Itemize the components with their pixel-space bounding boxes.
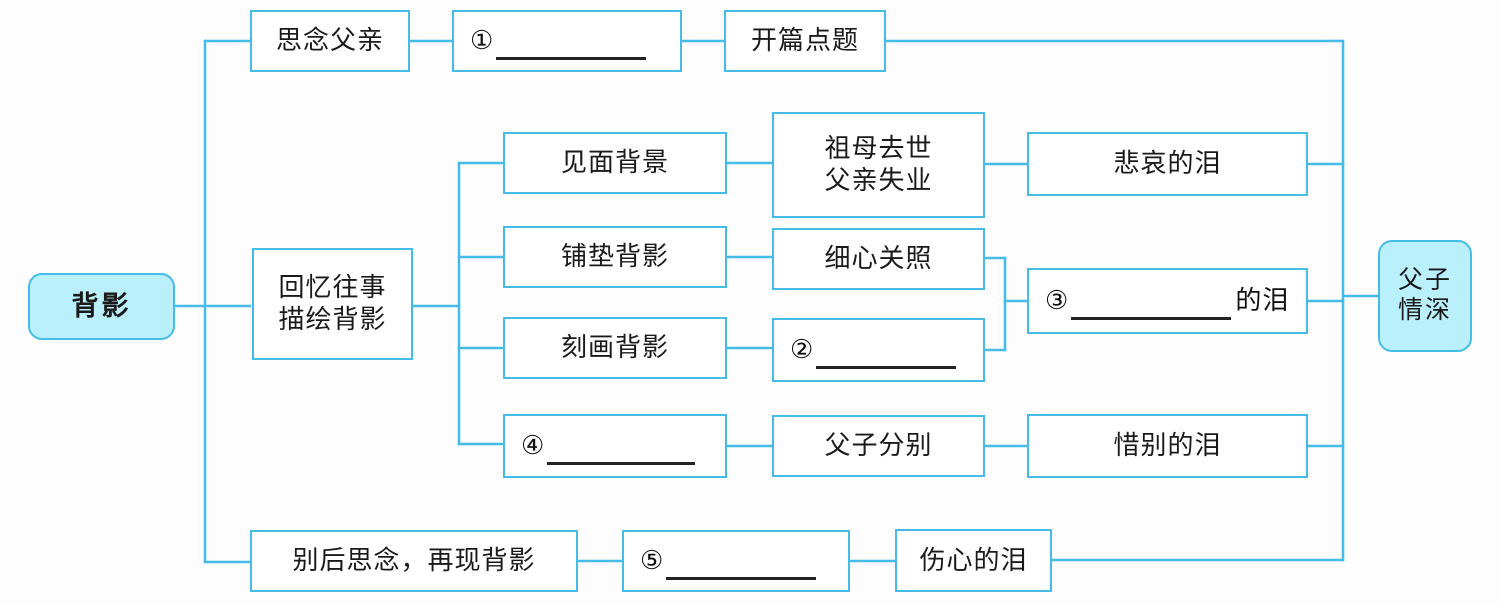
node-meeting-background[interactable]: 见面背景 <box>503 132 727 194</box>
node-recall-past[interactable]: 回忆往事 描绘背影 <box>252 248 413 360</box>
blank-4-number: ④ <box>521 431 546 461</box>
blank-2-rule[interactable] <box>816 346 957 369</box>
blank-2-number: ② <box>790 335 815 365</box>
node-sad-tears[interactable]: 悲哀的泪 <box>1027 132 1308 196</box>
blank-field-4[interactable]: ④ <box>503 414 727 478</box>
blank-3-number: ③ <box>1045 286 1070 316</box>
blank-4-rule[interactable] <box>547 442 696 465</box>
blank-3-suffix: 的泪 <box>1235 286 1290 316</box>
node-father-son-parting[interactable]: 父子分别 <box>772 415 985 477</box>
blank-5-rule[interactable] <box>666 557 817 580</box>
node-grandma-died[interactable]: 祖母去世 父亲失业 <box>772 112 985 218</box>
node-miss-father[interactable]: 思念父亲 <box>250 10 410 72</box>
blank-3-rule[interactable] <box>1071 297 1232 320</box>
blank-field-3[interactable]: ③ 的泪 <box>1027 268 1308 334</box>
node-parting-tears[interactable]: 惜别的泪 <box>1027 414 1308 478</box>
blank-field-5[interactable]: ⑤ <box>622 530 850 592</box>
blank-5-number: ⑤ <box>640 546 665 576</box>
root-node-beiying[interactable]: 背影 <box>28 273 175 340</box>
node-padding-background[interactable]: 铺垫背影 <box>503 226 727 288</box>
node-depict-background[interactable]: 刻画背影 <box>503 317 727 379</box>
node-careful-care[interactable]: 细心关照 <box>772 228 985 290</box>
node-opening-theme[interactable]: 开篇点题 <box>724 10 886 72</box>
blank-field-1[interactable]: ① <box>452 10 682 72</box>
node-heartbroken-tears[interactable]: 伤心的泪 <box>895 529 1052 592</box>
blank-1-rule[interactable] <box>496 37 647 60</box>
end-node-father-son-affection[interactable]: 父子 情深 <box>1378 240 1472 352</box>
blank-1-number: ① <box>470 26 495 56</box>
node-after-parting[interactable]: 别后思念，再现背影 <box>250 530 578 592</box>
blank-field-2[interactable]: ② <box>772 318 985 382</box>
